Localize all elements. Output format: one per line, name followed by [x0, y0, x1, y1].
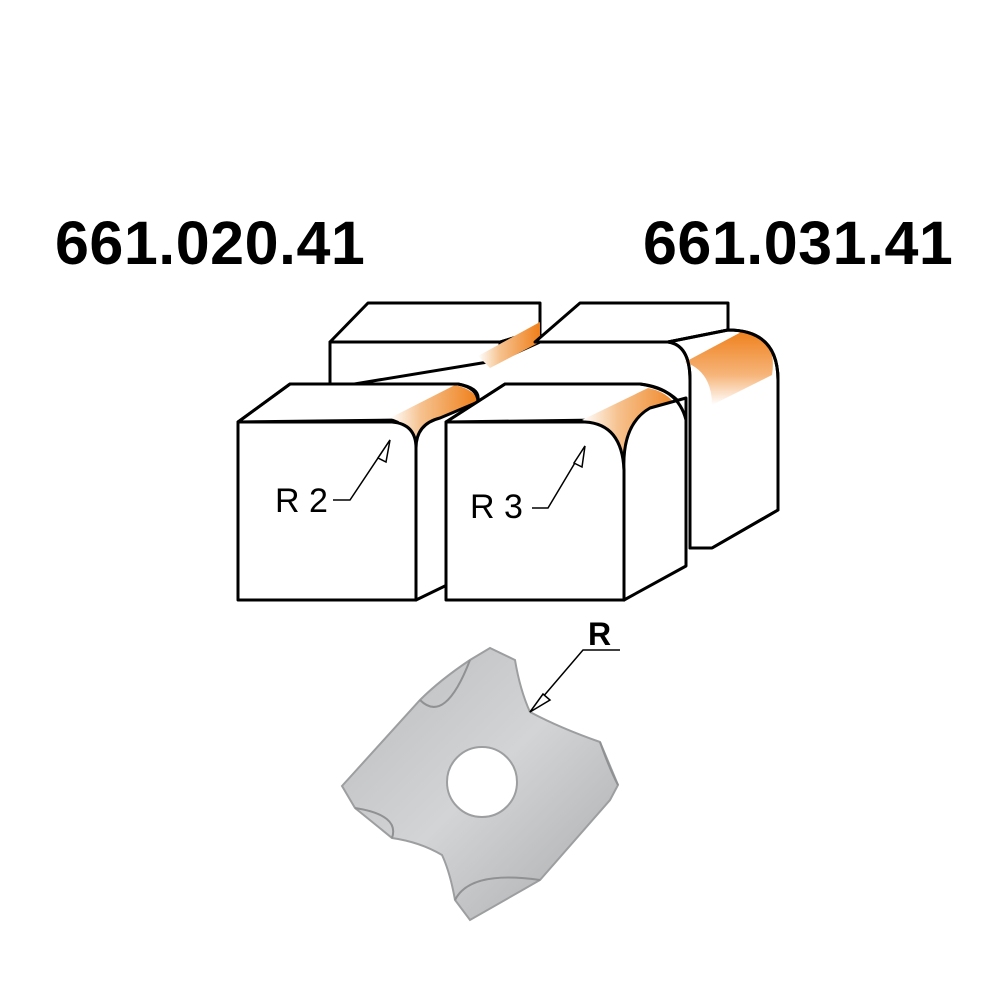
block-back-right — [533, 301, 780, 550]
leader-insert-r — [529, 649, 620, 713]
radius-label-r3: R 3 — [470, 488, 523, 526]
block-back-left — [328, 301, 542, 390]
insert-mounting-hole — [446, 746, 518, 818]
radius-label-r2: R 2 — [275, 482, 328, 520]
product-code-left: 661.020.41 — [55, 209, 366, 277]
leader-r3 — [532, 445, 586, 509]
product-code-right: 661.031.41 — [643, 209, 954, 277]
radius-label-insert: R — [588, 616, 611, 652]
leader-r2 — [333, 439, 391, 501]
cutting-insert — [340, 646, 620, 922]
